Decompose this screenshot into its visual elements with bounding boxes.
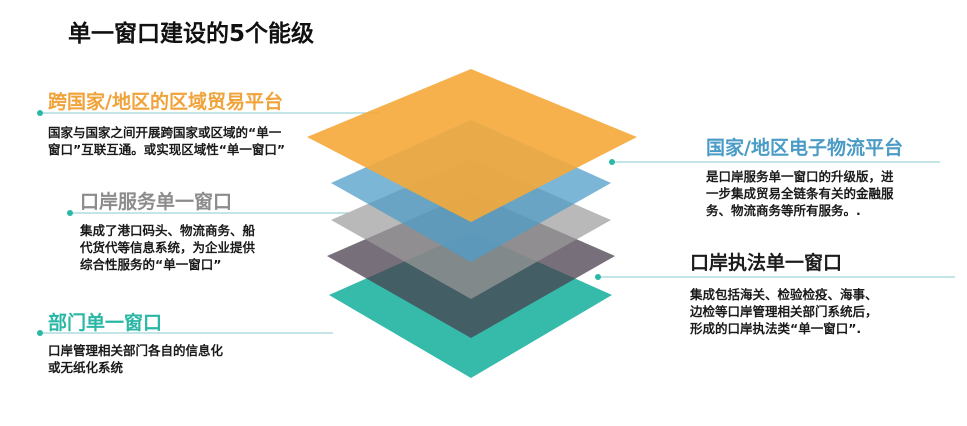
desc-line: 或无纸化系统: [48, 360, 124, 375]
connector-dot-port-service: [67, 210, 73, 216]
level-title-regional-trade: 跨国家/地区的区域贸易平台: [48, 91, 283, 113]
desc-line: 窗口”互联互通。或实现区域性“单一窗口”: [48, 142, 286, 157]
level-desc-enforcement: 集成包括海关、检验检疫、海事、 边检等口岸管理相关部门系统后， 形成的口岸执法类…: [690, 286, 878, 337]
connector-dot-logistics: [609, 159, 615, 165]
desc-line: 代货代等信息系统，为企业提供: [80, 240, 256, 255]
level-title-enforcement: 口岸执法单一窗口: [690, 252, 843, 274]
desc-line: 是口岸服务单一窗口的升级版，进: [706, 169, 894, 184]
desc-line: 国家与国家之间开展跨国家或区域的“单一: [48, 125, 282, 140]
desc-line: 口岸管理相关部门各自的信息化: [48, 343, 224, 358]
desc-line: 集成了港口码头、物流商务、船: [80, 223, 256, 238]
connector-dot-department: [37, 330, 43, 336]
desc-line: 综合性服务的“单一窗口”: [80, 257, 222, 272]
desc-line: 一步集成贸易全链条有关的金融服: [706, 186, 894, 201]
level-title-logistics: 国家/地区电子物流平台: [706, 137, 903, 159]
layer-regional-trade: [307, 69, 637, 222]
level-desc-department: 口岸管理相关部门各自的信息化 或无纸化系统: [48, 342, 223, 376]
desc-line: 务、物流商务等所有服务。.: [706, 203, 861, 218]
level-desc-logistics: 是口岸服务单一窗口的升级版，进 一步集成贸易全链条有关的金融服 务、物流商务等所…: [706, 168, 894, 219]
page-title: 单一窗口建设的5个能级: [68, 21, 315, 47]
level-title-port-service: 口岸服务单一窗口: [80, 191, 233, 213]
connector-dot-regional: [37, 110, 43, 116]
desc-line: 集成包括海关、检验检疫、海事、: [690, 287, 878, 302]
desc-line: 边检等口岸管理相关部门系统后，: [690, 304, 878, 319]
level-desc-port-service: 集成了港口码头、物流商务、船 代货代等信息系统，为企业提供 综合性服务的“单一窗…: [80, 222, 255, 273]
level-title-department: 部门单一窗口: [48, 312, 163, 334]
connector-dot-enforcement: [595, 274, 601, 280]
desc-line: 形成的口岸执法类“单一窗口”.: [690, 321, 862, 336]
level-desc-regional-trade: 国家与国家之间开展跨国家或区域的“单一 窗口”互联互通。或实现区域性“单一窗口”: [48, 124, 285, 158]
